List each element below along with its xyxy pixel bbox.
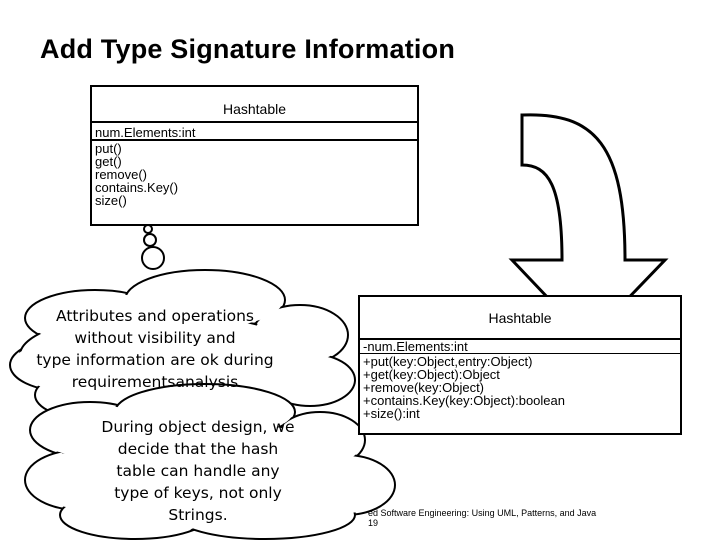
class-after-name-compartment: Hashtable	[360, 297, 680, 340]
cloud-design-line: decide that the hash	[117, 440, 279, 458]
slide-title: Add Type Signature Information	[40, 34, 456, 64]
footer-page-number: 19	[368, 518, 379, 528]
class-after-attributes: -num.Elements:int	[360, 340, 680, 354]
class-box-after: Hashtable -num.Elements:int +put(key:Obj…	[358, 295, 682, 435]
class-after-name: Hashtable	[488, 309, 552, 326]
cloud-requirements-line: requirementsanalysis	[71, 373, 239, 391]
cloud-design-shape	[24, 383, 396, 540]
footer-text: ed Software Engineering: Using UML, Patt…	[368, 508, 596, 528]
cloud-requirements-line: Attributes and operations	[55, 307, 255, 325]
class-after-operation: +remove(key:Object)	[363, 380, 485, 395]
thought-bubble-large	[141, 246, 165, 270]
class-before-operation: contains.Key()	[95, 180, 179, 195]
class-before-operation: size()	[95, 193, 127, 208]
class-after-operation: +size():int	[363, 406, 420, 421]
class-before-operation: remove()	[95, 167, 148, 182]
class-before-operations: put() get() remove() contains.Key() size…	[92, 141, 417, 207]
cloud-design-line: During object design, we	[101, 418, 295, 436]
thought-bubble-small	[143, 224, 153, 234]
cloud-design-line: type of keys, not only	[114, 484, 282, 502]
class-after-attribute: -num.Elements:int	[363, 339, 468, 354]
cloud-requirements-text: Attributes and operations without visibi…	[0, 305, 310, 393]
cloud-requirements-line: without visibility and	[74, 329, 236, 347]
thought-bubble-medium	[143, 233, 157, 247]
class-before-attribute: num.Elements:int	[95, 125, 196, 140]
cloud-design-line: table can handle any	[116, 462, 280, 480]
cloud-design-text: During object design, we decide that the…	[48, 416, 348, 526]
class-before-name-compartment: Hashtable	[92, 87, 417, 123]
class-before-attributes: num.Elements:int	[92, 123, 417, 141]
class-after-operations: +put(key:Object,entry:Object) +get(key:O…	[360, 354, 680, 420]
class-box-before: Hashtable num.Elements:int put() get() r…	[90, 85, 419, 226]
class-after-operation: +get(key:Object):Object	[363, 367, 500, 382]
class-before-operation: put()	[95, 141, 122, 156]
class-before-operation: get()	[95, 154, 122, 169]
class-after-operation: +put(key:Object,entry:Object)	[363, 354, 533, 369]
cloud-design-line: Strings.	[168, 506, 228, 524]
cloud-requirements-line: type information are ok during	[36, 351, 274, 369]
class-before-name: Hashtable	[222, 101, 287, 117]
transform-arrow-icon	[508, 113, 669, 343]
footer-book-title: ed Software Engineering: Using UML, Patt…	[368, 508, 597, 518]
class-after-operation: +contains.Key(key:Object):boolean	[363, 393, 565, 408]
